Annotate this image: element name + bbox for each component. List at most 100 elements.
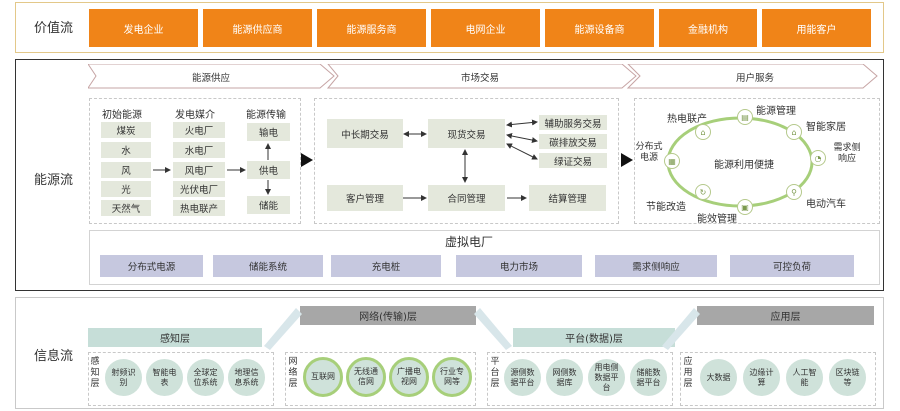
source-water: 水 — [101, 142, 151, 158]
green-certificate-trade: 绿证交易 — [539, 153, 607, 168]
network-broadcast: 广播电视网 — [389, 357, 429, 397]
mid-long-term-trade: 中长期交易 — [327, 119, 403, 148]
customer-management: 客户管理 — [327, 185, 403, 211]
app-ai: 人工智能 — [786, 359, 823, 396]
distributed-source-icon: ▦ — [664, 153, 680, 169]
connector-3 — [662, 308, 700, 350]
platform-consumer-side: 用电侧数据平台 — [588, 359, 625, 396]
network-internet: 互联网 — [303, 357, 343, 397]
platform-storage: 储能数据平台 — [630, 359, 667, 396]
plant-wind: 风电厂 — [173, 162, 225, 178]
user-item-retrofit: 节能改造 — [646, 202, 686, 213]
vpp-item-demand-response: 需求侧响应 — [595, 255, 717, 277]
value-flow-label: 价值流 — [34, 21, 74, 36]
app-edge-computing: 边缘计算 — [743, 359, 780, 396]
chp-icon: ⌂ — [695, 124, 711, 140]
value-item-energy-supplier: 能源供应商 — [203, 9, 312, 47]
user-item-chp: 热电联产 — [667, 114, 707, 125]
stage-user-label: 用户服务 — [735, 73, 774, 84]
primary-energy-title: 初始能源 — [102, 110, 142, 121]
app-big-data: 大数据 — [700, 359, 737, 396]
contract-management: 合同管理 — [428, 185, 505, 211]
flow-arrow-1 — [301, 153, 313, 167]
platform-grid-side: 网侧数据库 — [546, 359, 583, 396]
network-panel — [285, 352, 476, 406]
platform-panel — [487, 352, 673, 406]
user-panel — [634, 98, 880, 224]
plant-thermal: 火电厂 — [173, 122, 225, 138]
efficiency-icon: ▣ — [737, 199, 753, 215]
value-item-grid-company: 电网企业 — [431, 9, 540, 47]
storage-node: 储能 — [247, 196, 290, 214]
info-flow-label: 信息流 — [34, 349, 74, 364]
demand-response-icon: ◔ — [810, 150, 826, 166]
vpp-item-storage: 储能系统 — [213, 255, 323, 277]
app-blockchain: 区块链等 — [829, 359, 866, 396]
perception-vlabel: 感知层 — [90, 357, 100, 389]
supply-node: 供电 — [247, 161, 290, 179]
value-item-customer: 用能客户 — [762, 9, 871, 47]
stage-user-chevron — [626, 64, 878, 89]
vpp-title: 虚拟电厂 — [445, 235, 494, 249]
source-coal: 煤炭 — [101, 122, 151, 138]
application-layer-bar: 应用层 — [697, 306, 874, 325]
plant-hydro: 水电厂 — [173, 142, 225, 158]
energy-management-icon: ▤ — [737, 109, 753, 125]
user-item-ev: 电动汽车 — [806, 199, 846, 210]
platform-source-side: 源侧数据平台 — [504, 359, 541, 396]
perception-smart-meter: 智能电表 — [146, 359, 183, 396]
connector-2 — [474, 308, 512, 350]
source-gas: 天然气 — [101, 200, 151, 216]
transmit-node: 输电 — [247, 123, 290, 141]
perception-gps: 全球定位系统 — [187, 359, 224, 396]
plant-chp: 热电联产 — [173, 200, 225, 216]
settlement-management: 结算管理 — [529, 185, 606, 211]
user-item-demand-response: 需求侧响应 — [833, 143, 861, 164]
plant-pv: 光伏电厂 — [173, 181, 225, 197]
info-flow-frame — [15, 297, 884, 409]
layer-connectors — [264, 308, 700, 350]
connector-1 — [264, 308, 302, 350]
energy-flow-label: 能源流 — [34, 173, 74, 188]
energy-flow-frame — [15, 59, 884, 291]
stage-chevrons — [88, 64, 878, 89]
platform-layer-bar: 平台(数据)层 — [513, 328, 675, 347]
value-item-power-generator: 发电企业 — [89, 9, 198, 47]
user-item-efficiency: 能效管理 — [697, 214, 737, 225]
vpp-item-charging-pile: 充电桩 — [331, 255, 441, 277]
supply-panel — [89, 98, 301, 224]
value-item-energy-service: 能源服务商 — [317, 9, 426, 47]
supply-arrows — [153, 143, 271, 195]
market-panel — [314, 98, 619, 224]
vpp-panel — [89, 230, 880, 285]
stage-market-label: 市场交易 — [460, 73, 499, 84]
value-item-financial: 金融机构 — [659, 9, 757, 47]
value-flow-frame — [15, 2, 884, 53]
platform-vlabel: 平台层 — [490, 357, 500, 389]
vpp-item-distributed: 分布式电源 — [100, 255, 203, 277]
vpp-item-power-market: 电力市场 — [456, 255, 582, 277]
value-item-equipment-maker: 能源设备商 — [545, 9, 654, 47]
ev-icon: ⚲ — [786, 184, 802, 200]
application-vlabel: 应用层 — [683, 357, 693, 389]
energy-transmission-title: 能源传输 — [246, 110, 286, 121]
stage-supply-chevron — [88, 64, 335, 89]
user-item-smart-home: 智能家居 — [806, 122, 846, 133]
market-arrows — [403, 119, 538, 201]
source-wind: 风 — [101, 162, 151, 178]
network-layer-bar: 网络(传输)层 — [300, 306, 476, 325]
stage-market-chevron — [326, 64, 637, 89]
network-wireless: 无线通信网 — [346, 357, 386, 397]
perception-gis: 地理信息系统 — [228, 359, 265, 396]
user-center-label: 能源利用便捷 — [714, 160, 774, 171]
perception-layer-bar: 感知层 — [88, 328, 262, 347]
flow-arrow-2 — [621, 153, 633, 167]
retrofit-icon: ↻ — [695, 184, 711, 200]
stage-supply-label: 能源供应 — [191, 73, 230, 84]
generation-medium-title: 发电媒介 — [175, 110, 215, 121]
user-item-energy-management: 能源管理 — [756, 106, 796, 117]
network-vlabel: 网络层 — [288, 357, 298, 389]
source-solar: 光 — [101, 181, 151, 197]
network-industry: 行业专网等 — [432, 357, 472, 397]
user-item-distributed-source: 分布式电源 — [635, 142, 663, 163]
